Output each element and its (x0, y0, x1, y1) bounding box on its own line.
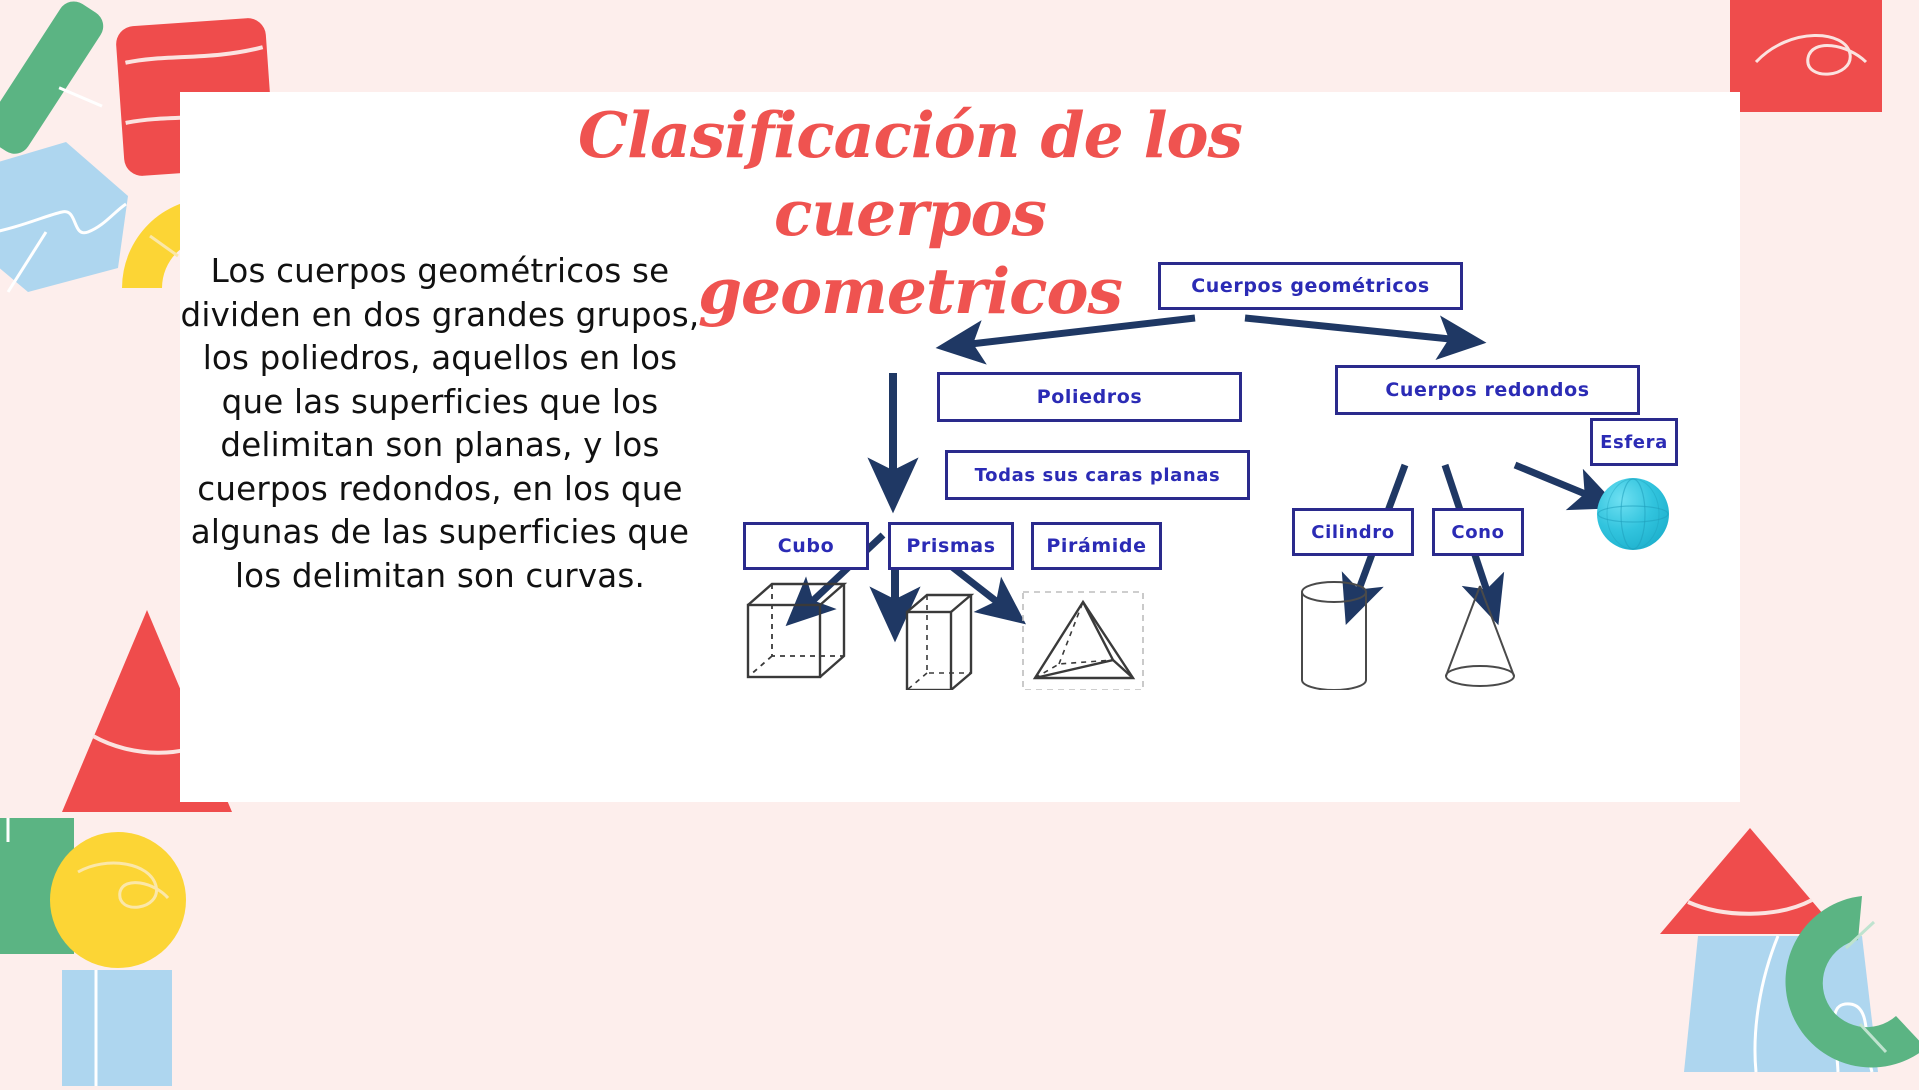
diagram-node-caras-planas-label: Todas sus caras planas (975, 465, 1221, 486)
diagram-node-prismas-label: Prismas (906, 535, 995, 557)
classification-diagram: Cuerpos geométricos Poliedros Cuerpos re… (715, 240, 1715, 690)
blue-square-bottom-left (62, 970, 172, 1086)
diagram-node-poliedros-label: Poliedros (1037, 386, 1143, 408)
diagram-node-piramide-label: Pirámide (1046, 535, 1146, 557)
diagram-node-esfera-label: Esfera (1600, 432, 1668, 453)
prism-illustration (907, 595, 971, 690)
diagram-node-cilindro[interactable]: Cilindro (1292, 508, 1414, 556)
diagram-node-cubo-label: Cubo (778, 535, 835, 557)
body-paragraph: Los cuerpos geométricos se dividen en do… (180, 250, 700, 598)
diagram-node-cono[interactable]: Cono (1432, 508, 1524, 556)
red-square-top-right (1730, 0, 1882, 112)
diagram-node-poliedros[interactable]: Poliedros (937, 372, 1242, 422)
yellow-circle-bottom-left (50, 832, 186, 968)
pyramid-illustration (1023, 592, 1143, 690)
green-bar-top-left (0, 0, 109, 160)
diagram-node-root[interactable]: Cuerpos geométricos (1158, 262, 1463, 310)
cube-illustration (748, 584, 844, 677)
sphere-illustration (1597, 478, 1669, 550)
red-triangle-bottom-right (1660, 828, 1840, 934)
diagram-node-root-label: Cuerpos geométricos (1191, 275, 1430, 297)
diagram-node-cuerpos-redondos[interactable]: Cuerpos redondos (1335, 365, 1640, 415)
diagram-node-prismas[interactable]: Prismas (888, 522, 1014, 570)
diagram-node-piramide[interactable]: Pirámide (1031, 522, 1162, 570)
decoration-group-bottom-right (1610, 810, 1919, 1090)
diagram-node-caras-planas[interactable]: Todas sus caras planas (945, 450, 1250, 500)
blue-pentagon-top-left (0, 142, 128, 292)
diagram-node-cuerpos-redondos-label: Cuerpos redondos (1385, 379, 1589, 401)
cone-illustration (1446, 586, 1514, 686)
decoration-group-top-right (1730, 0, 1919, 130)
cylinder-illustration (1302, 582, 1366, 690)
diagram-node-cono-label: Cono (1451, 522, 1504, 543)
diagram-node-esfera[interactable]: Esfera (1590, 418, 1678, 466)
diagram-node-cubo[interactable]: Cubo (743, 522, 869, 570)
diagram-node-cilindro-label: Cilindro (1311, 522, 1394, 543)
